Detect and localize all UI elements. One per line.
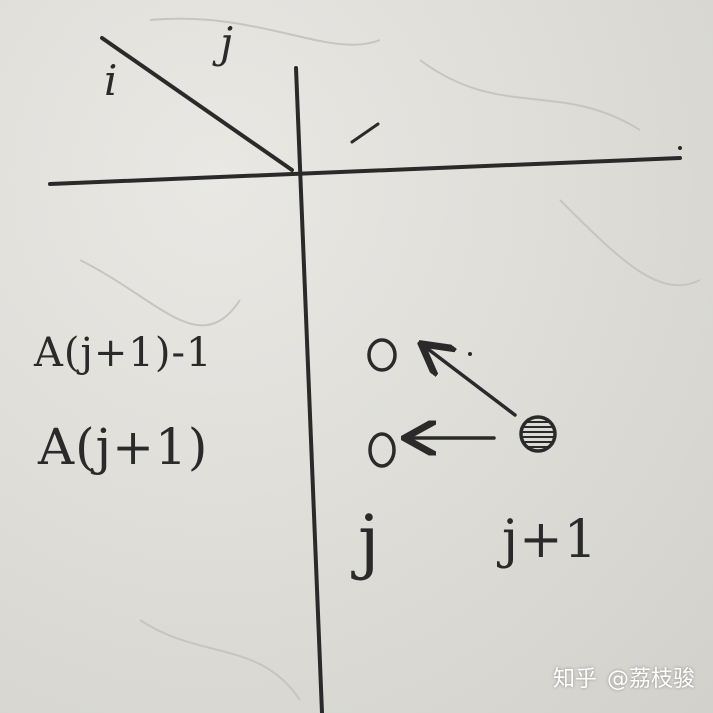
watermark: 知乎 @荔枝骏 [553, 661, 695, 693]
horizontal-header-line [48, 156, 682, 186]
row-label-upper: A(j+1)-1 [34, 330, 213, 376]
background-smudges [79, 17, 701, 701]
column-label-right: j+1 [502, 510, 598, 570]
hollow-circle-upper [367, 338, 397, 372]
pen-dot-small [468, 352, 472, 356]
hatched-circle [519, 415, 557, 453]
corner-diagonal-line [100, 36, 294, 172]
corner-row-label: i [104, 56, 119, 105]
hollow-circle-lower [368, 432, 396, 468]
watermark-author: @荔枝骏 [606, 667, 695, 692]
vertical-divider-line [294, 66, 324, 713]
corner-col-label: j [220, 18, 235, 67]
arrow-diagonal [424, 346, 517, 417]
pen-dot [678, 146, 682, 150]
pen-mark [350, 122, 380, 144]
column-label-left: j [358, 500, 381, 582]
row-label-lower: A(j+1) [38, 418, 209, 476]
watermark-platform: 知乎 [552, 667, 597, 692]
